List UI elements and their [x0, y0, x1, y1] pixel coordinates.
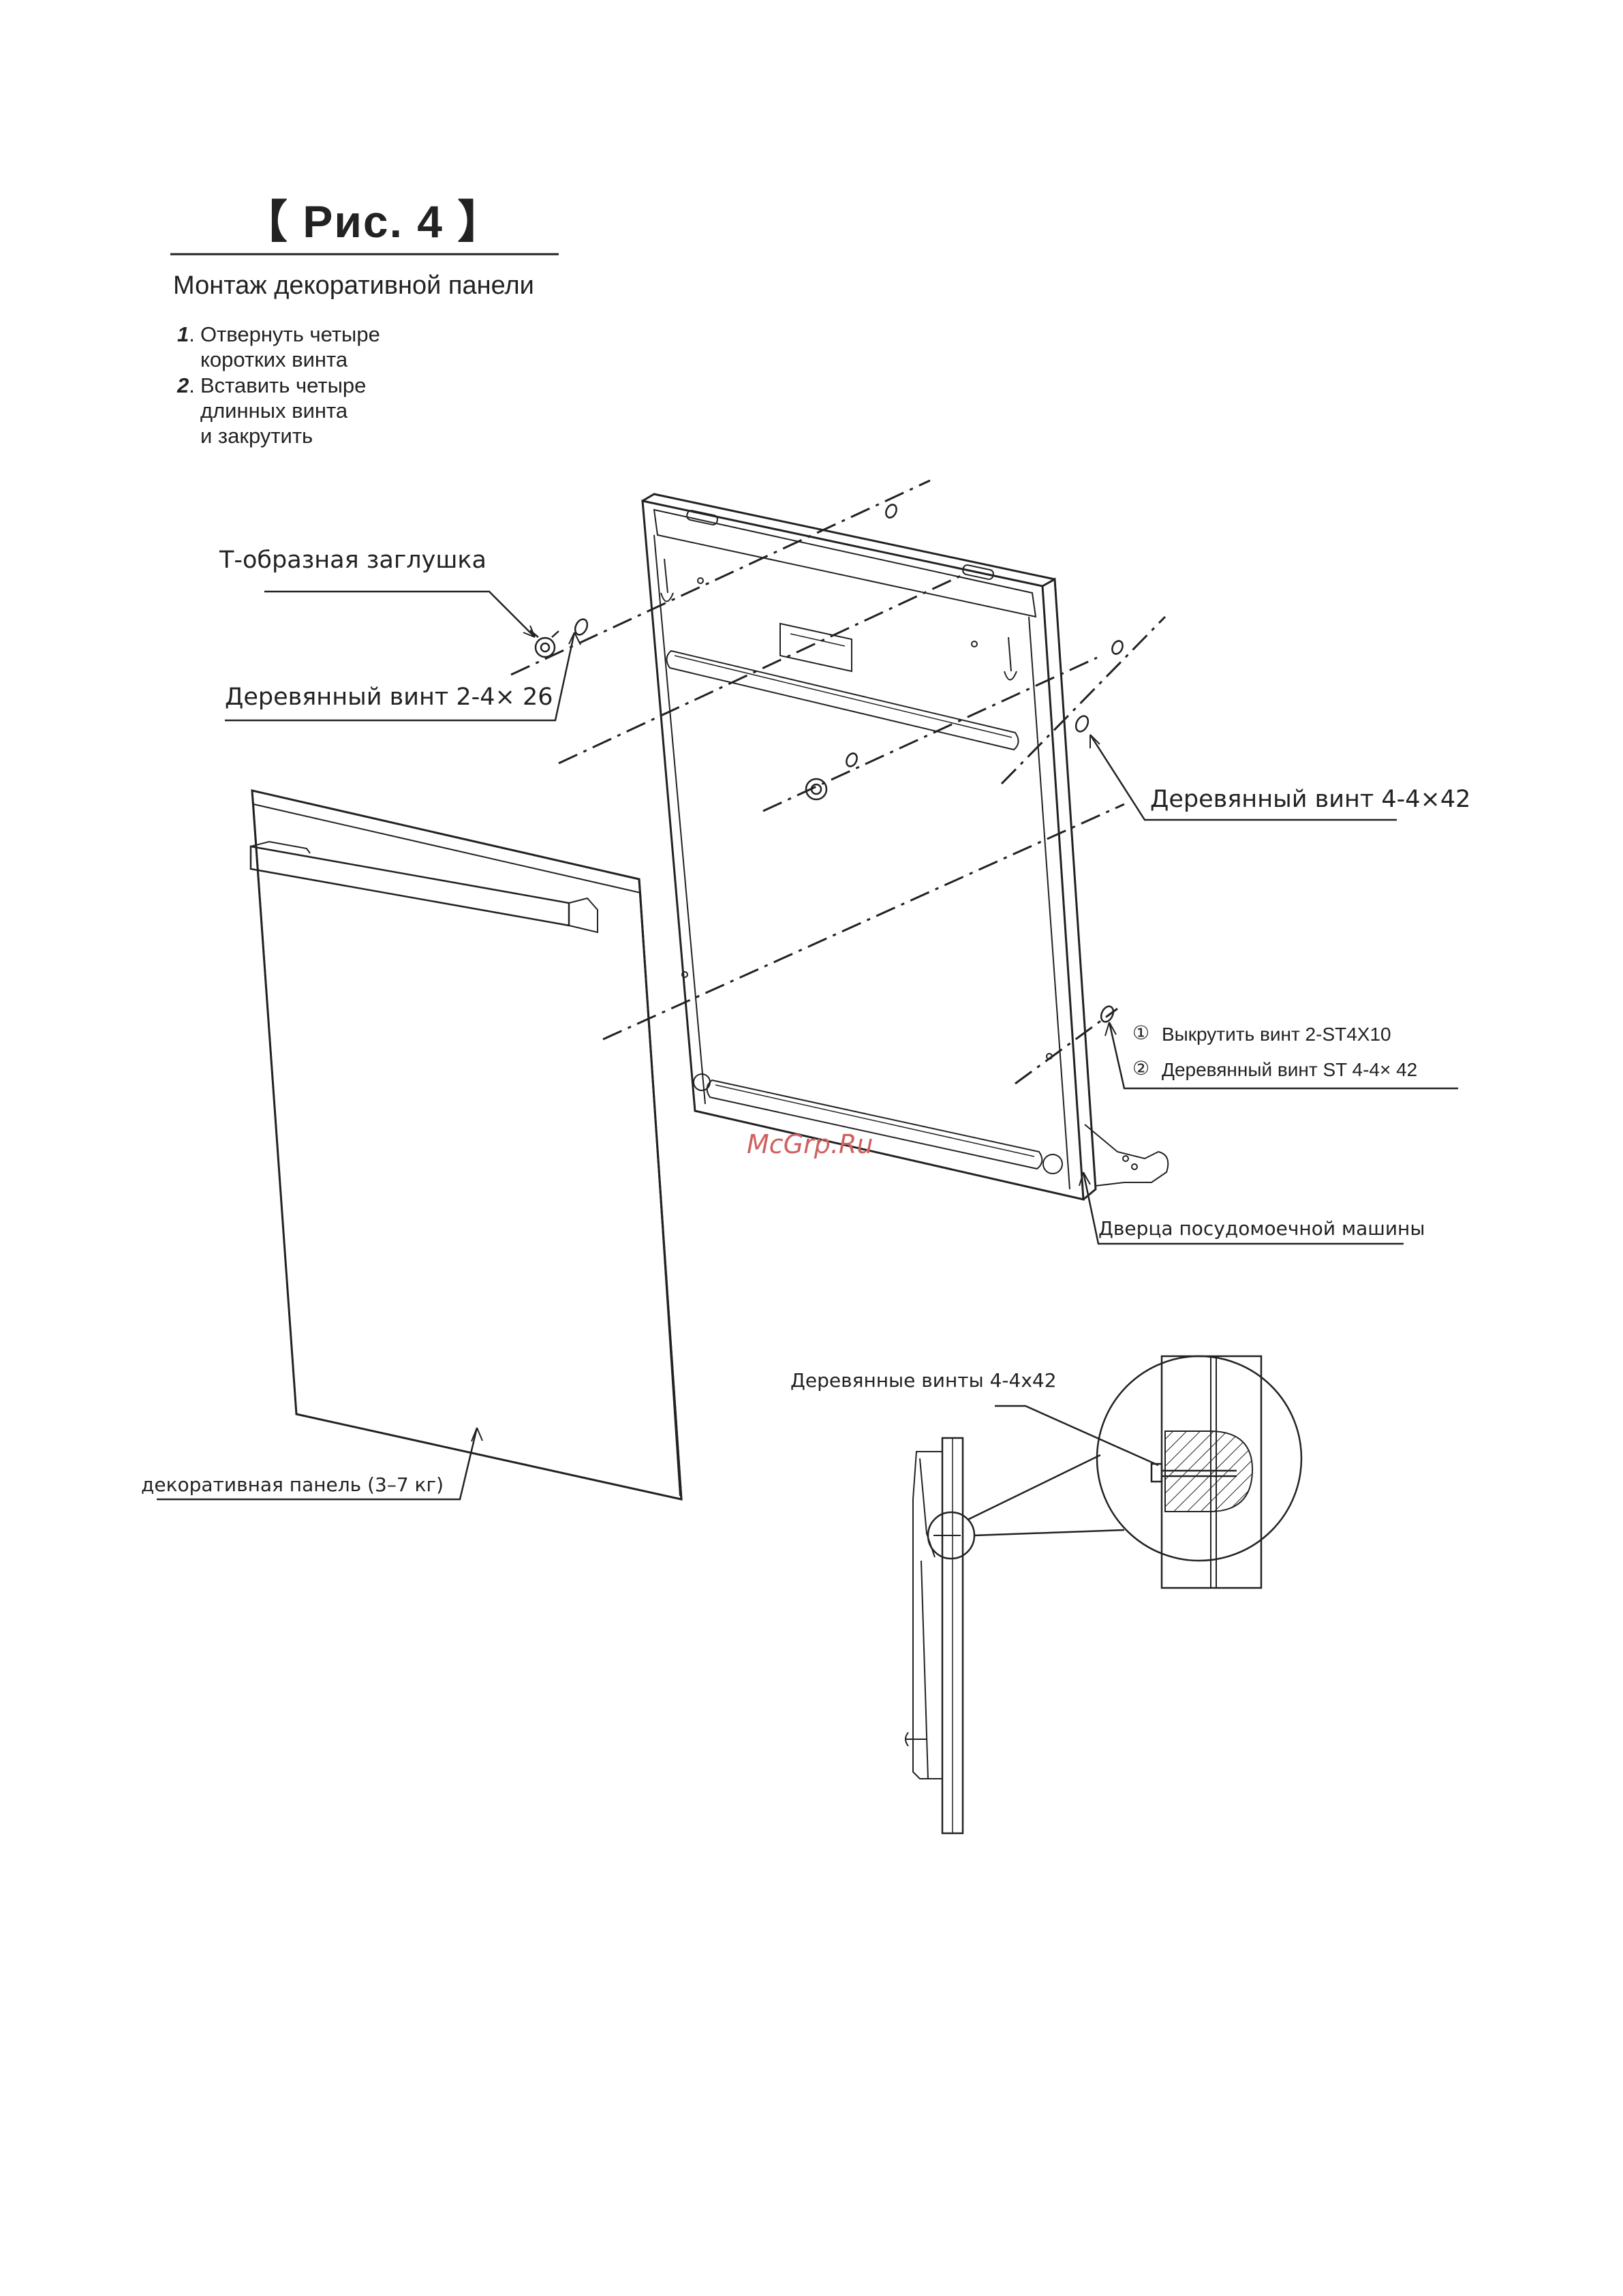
step-1-number: 1: [177, 322, 189, 346]
step-1-line-2: коротких винта: [200, 348, 348, 371]
dishwasher-door-drawing: [641, 493, 1169, 1201]
step-2-line-3: и закрутить: [200, 424, 313, 448]
alignment-lines: [510, 479, 1166, 1085]
label-decor-panel: декоративная панель (3–7 кг): [141, 1473, 444, 1496]
detail-section-drawing: [905, 1355, 1303, 1835]
step-2-line-1: Вставить четыре: [200, 373, 367, 397]
decor-panel-drawing: [249, 789, 683, 1501]
section-heading: Монтаж декоративной панели: [173, 271, 534, 300]
label-wood-screw-st-num: ②: [1132, 1057, 1150, 1080]
figure-title: 【 Рис. 4 】: [243, 196, 504, 247]
leader-lines: [157, 590, 1458, 1501]
watermark: McGrp.Ru: [747, 1129, 874, 1159]
label-t-plug: Т-образная заглушка: [219, 547, 486, 574]
label-unscrew-num: ①: [1132, 1022, 1150, 1044]
screws: [529, 504, 1124, 1023]
label-wood-screws-detail: Деревянные винты 4-4x42: [790, 1369, 1057, 1392]
label-wood-screw-right: Деревянный винт 4-4×42: [1150, 786, 1471, 813]
label-unscrew: Выкрутить винт 2-ST4X10: [1162, 1024, 1391, 1045]
step-1-line-1: Отвернуть четыре: [200, 322, 380, 346]
step-2: 2.: [177, 373, 195, 397]
step-2-line-2: длинных винта: [200, 399, 348, 423]
step-1: 1.: [177, 322, 195, 346]
label-wood-screw-st: Деревянный винт ST 4-4× 42: [1162, 1059, 1418, 1080]
label-door: Дверца посудомоечной машины: [1098, 1217, 1425, 1240]
step-2-number: 2: [177, 373, 189, 397]
label-wood-screw-small: Деревянный винт 2-4× 26: [225, 684, 553, 711]
